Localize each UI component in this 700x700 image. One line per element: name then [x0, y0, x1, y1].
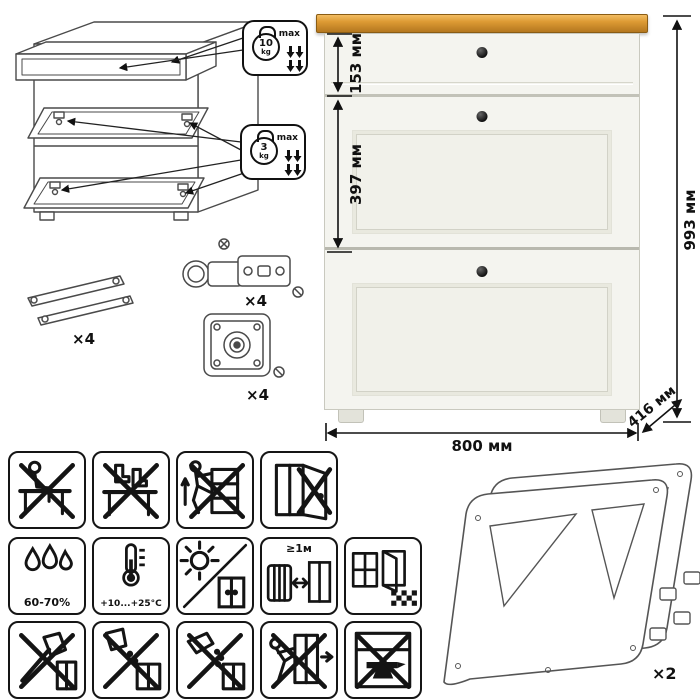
pictogram-no-climbing	[176, 451, 254, 529]
downward-force-arrows-icon	[284, 150, 302, 176]
dim-flap-height: 397 мм	[347, 143, 365, 205]
no-climbing-icon	[180, 460, 246, 520]
lid-stay-drawing	[27, 275, 134, 326]
temperature-value: +10...+25°C	[100, 599, 162, 609]
hinge-qty: ×4	[244, 292, 268, 310]
pictogram-no-direct-sunlight	[176, 537, 254, 615]
cabinet-worktop	[316, 14, 648, 33]
weight-icon: 10 kg	[252, 26, 280, 61]
cabinet-drawer	[325, 34, 639, 97]
pictogram-no-heavy-items	[344, 621, 422, 699]
distance-value: ≥1м	[286, 542, 312, 555]
pictogram-no-hanging-on-door	[260, 451, 338, 529]
humidity-value: 60-70%	[23, 596, 71, 609]
pictogram-humidity: 60-70%	[8, 537, 86, 615]
pictogram-no-liquids	[92, 621, 170, 699]
load-limit-badge-drawer: 10 kg max	[242, 20, 308, 76]
flap1-panel	[353, 131, 611, 233]
water-drops-icon	[24, 543, 73, 572]
cabinet-flap-1	[325, 97, 639, 250]
dim-width: 800 мм	[451, 437, 513, 455]
hinge-drawing	[182, 238, 304, 298]
pictogram-no-standing	[92, 451, 170, 529]
person-pushing-cabinet-icon	[269, 633, 334, 690]
pictogram-no-pushing-loaded	[260, 621, 338, 699]
flap2-knob	[476, 266, 488, 277]
cabinet-flap-2	[325, 250, 639, 409]
max-label: max	[276, 133, 298, 143]
mounting-plate-qty: ×4	[246, 386, 270, 404]
load-value: 10	[259, 37, 273, 49]
radiator-distance-icon	[266, 561, 332, 603]
load-limit-badge-flap: 3 kg max	[240, 124, 306, 180]
max-label: max	[278, 29, 300, 39]
weight-icon: 3 kg	[250, 130, 278, 165]
windows-icon	[351, 549, 417, 606]
load-value: 3	[260, 141, 268, 153]
pictogram-temperature: +10...+25°C	[92, 537, 170, 615]
no-hanging-on-door-icon	[274, 463, 333, 521]
dim-total-height: 993 мм	[681, 189, 699, 251]
anvil-in-cabinet-icon	[354, 631, 412, 690]
pictogram-no-sitting	[8, 451, 86, 529]
downward-force-arrows-icon	[286, 46, 304, 72]
drawer-groove	[331, 82, 633, 85]
side-frame-drawing	[443, 462, 700, 686]
spilling-cup-icon	[102, 627, 162, 691]
thermometer-icon	[122, 543, 145, 587]
cabinet-foot-left	[338, 410, 364, 423]
no-standing-icon	[102, 463, 160, 520]
flap2-panel	[353, 284, 611, 395]
side-frame-qty: ×2	[652, 664, 677, 683]
no-sitting-icon	[18, 460, 76, 520]
pictogram-no-abrasives	[176, 621, 254, 699]
lid-stay-qty: ×4	[72, 330, 96, 348]
pouring-powder-icon	[186, 631, 246, 691]
load-unit: kg	[259, 151, 269, 160]
sun-and-cabinet-icon	[179, 540, 248, 609]
axe-icon	[18, 631, 78, 691]
flap1-knob	[476, 111, 488, 122]
mounting-plate-drawing	[203, 313, 285, 378]
pictogram-ventilated-room	[344, 537, 422, 615]
drawer-knob	[476, 47, 488, 58]
load-unit: kg	[261, 47, 271, 56]
dim-drawer-height: 153 мм	[347, 32, 365, 94]
pictogram-heater-distance: ≥1м	[260, 537, 338, 615]
product-render	[324, 33, 640, 410]
pictogram-no-impact-tools	[8, 621, 86, 699]
